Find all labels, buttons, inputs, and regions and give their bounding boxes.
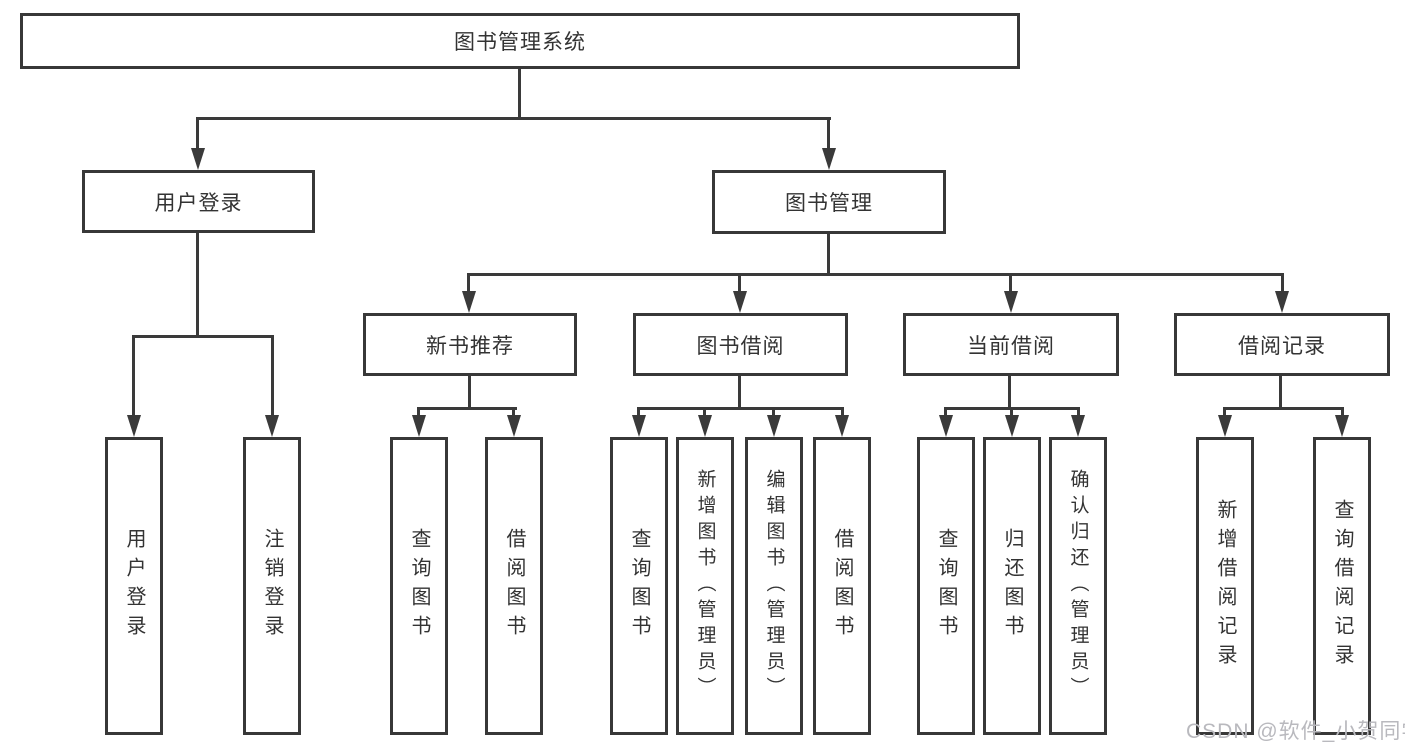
connector-drop-bb-query: [637, 407, 640, 417]
connector-drop-bb-borrow: [841, 407, 844, 417]
leaf-current-return-books: 归还图书: [983, 437, 1041, 735]
leaf-borrowing-add-books-admin: 新增图书（管理员）: [676, 437, 734, 735]
arrowhead-bb-borrow: [835, 415, 849, 437]
connector-root-stem: [518, 66, 521, 119]
leaf-newbook-query-books: 查询图书: [390, 437, 448, 735]
leaf-borrowing-borrow-books-label: 借阅图书: [831, 528, 853, 644]
connector-borrow-records-branch: [1223, 407, 1344, 410]
leaf-records-add-record: 新增借阅记录: [1196, 437, 1254, 735]
connector-drop-nb-borrow: [512, 407, 515, 417]
leaf-newbook-query-books-label: 查询图书: [408, 528, 430, 644]
connector-drop-cb-return: [1010, 407, 1013, 417]
node-book-management: 图书管理: [712, 170, 946, 234]
node-book-borrowing: 图书借阅: [633, 313, 848, 376]
arrowhead-new-books: [462, 291, 476, 313]
leaf-borrowing-add-books-admin-label: 新增图书（管理员）: [694, 469, 716, 703]
arrowhead-bb-query: [632, 415, 646, 437]
arrowhead-leaf-user-login: [127, 415, 141, 437]
node-borrow-records-label: 借阅记录: [1238, 334, 1326, 358]
connector-drop-cb-confirm: [1077, 407, 1080, 417]
leaf-logout: 注销登录: [243, 437, 301, 735]
leaf-logout-label: 注销登录: [261, 528, 283, 644]
leaf-borrowing-edit-books-admin-label: 编辑图书（管理员）: [763, 469, 785, 703]
leaf-records-query-record-label: 查询借阅记录: [1331, 499, 1353, 673]
connector-drop-book-borrowing: [738, 273, 741, 293]
leaf-current-confirm-return-admin-label: 确认归还（管理员）: [1067, 469, 1089, 703]
arrowhead-nb-borrow: [507, 415, 521, 437]
arrowhead-nb-query: [412, 415, 426, 437]
leaf-borrowing-edit-books-admin: 编辑图书（管理员）: [745, 437, 803, 735]
connector-drop-bb-edit: [772, 407, 775, 417]
arrowhead-borrow-records: [1275, 291, 1289, 313]
leaf-current-return-books-label: 归还图书: [1001, 528, 1023, 644]
node-root: 图书管理系统: [20, 13, 1020, 69]
leaf-borrowing-borrow-books: 借阅图书: [813, 437, 871, 735]
connector-drop-nb-query: [417, 407, 420, 417]
connector-drop-current-borrowing: [1009, 273, 1012, 293]
connector-drop-cb-query: [944, 407, 947, 417]
leaf-borrowing-query-books: 查询图书: [610, 437, 668, 735]
arrowhead-bb-add: [698, 415, 712, 437]
leaf-newbook-borrow-books: 借阅图书: [485, 437, 543, 735]
connector-drop-leaf-logout: [271, 335, 274, 417]
connector-drop-user-login: [196, 117, 199, 150]
connector-book-borrowing-stem: [738, 374, 741, 410]
leaf-current-query-books-label: 查询图书: [935, 528, 957, 644]
arrowhead-leaf-logout: [265, 415, 279, 437]
leaf-records-add-record-label: 新增借阅记录: [1214, 499, 1236, 673]
leaf-user-login: 用户登录: [105, 437, 163, 735]
arrowhead-cb-confirm: [1071, 415, 1085, 437]
arrowhead-book-mgmt: [822, 148, 836, 170]
node-book-borrowing-label: 图书借阅: [696, 334, 785, 358]
connector-user-login-branch: [132, 335, 274, 338]
connector-book-mgmt-branch: [467, 273, 1284, 276]
node-current-borrowing-label: 当前借阅: [967, 334, 1055, 358]
arrowhead-bb-edit: [767, 415, 781, 437]
arrowhead-book-borrowing: [733, 291, 747, 313]
arrowhead-cb-query: [939, 415, 953, 437]
arrowhead-current-borrowing: [1004, 291, 1018, 313]
node-root-label: 图书管理系统: [454, 31, 586, 54]
leaf-current-confirm-return-admin: 确认归还（管理员）: [1049, 437, 1107, 735]
connector-new-books-stem: [468, 374, 471, 410]
leaf-records-query-record: 查询借阅记录: [1313, 437, 1371, 735]
node-new-book-recommend: 新书推荐: [363, 313, 577, 376]
node-user-login: 用户登录: [82, 170, 315, 233]
arrowhead-user-login: [191, 148, 205, 170]
connector-borrow-records-stem: [1279, 374, 1282, 410]
connector-drop-borrow-records: [1281, 273, 1284, 293]
node-new-book-recommend-label: 新书推荐: [426, 334, 514, 358]
leaf-newbook-borrow-books-label: 借阅图书: [503, 528, 525, 644]
node-current-borrowing: 当前借阅: [903, 313, 1119, 376]
csdn-watermark: CSDN @软件_小贺同学: [1186, 720, 1405, 743]
leaf-user-login-label: 用户登录: [123, 528, 145, 644]
connector-root-branch: [197, 117, 831, 120]
connector-new-books-branch: [417, 407, 517, 410]
arrowhead-br-query: [1335, 415, 1349, 437]
connector-drop-leaf-user-login: [132, 335, 135, 417]
node-user-login-label: 用户登录: [154, 191, 243, 215]
connector-current-borrowing-stem: [1008, 374, 1011, 410]
connector-drop-br-query: [1341, 407, 1344, 417]
connector-drop-new-books: [467, 273, 470, 293]
connector-drop-br-add: [1223, 407, 1226, 417]
connector-book-mgmt-stem: [827, 232, 830, 276]
arrowhead-cb-return: [1005, 415, 1019, 437]
connector-book-borrowing-branch: [637, 407, 844, 410]
connector-drop-book-mgmt: [827, 117, 830, 150]
connector-user-login-stem: [196, 231, 199, 338]
node-borrow-records: 借阅记录: [1174, 313, 1390, 376]
arrowhead-br-add: [1218, 415, 1232, 437]
connector-drop-bb-add: [703, 407, 706, 417]
node-book-management-label: 图书管理: [785, 192, 873, 215]
leaf-current-query-books: 查询图书: [917, 437, 975, 735]
leaf-borrowing-query-books-label: 查询图书: [628, 528, 650, 644]
